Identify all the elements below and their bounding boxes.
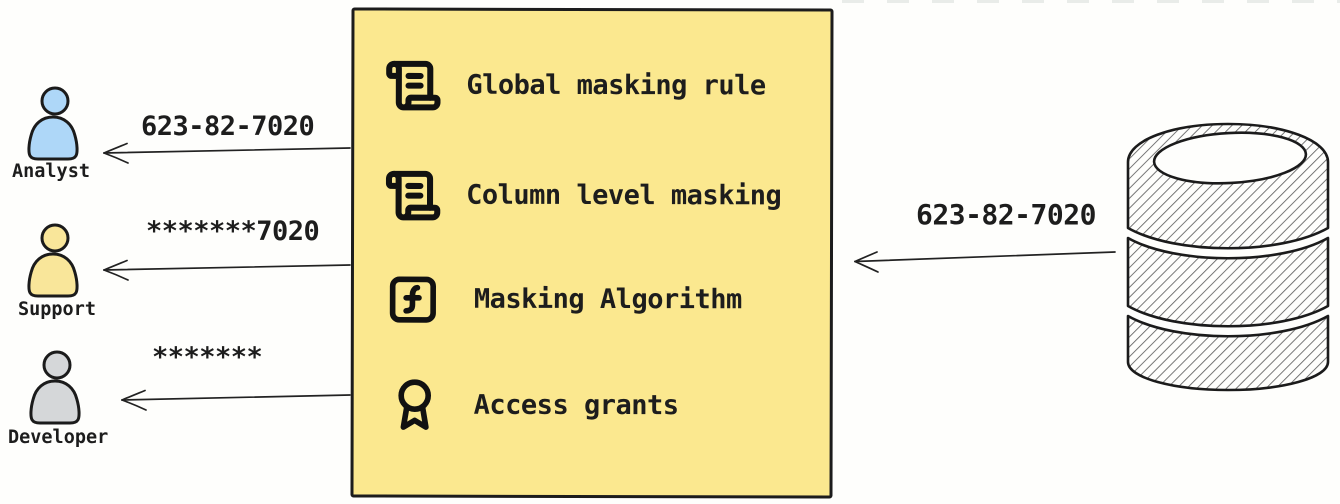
arrow-to-support [103, 259, 351, 281]
database-outbound-value: 623-82-7020 [916, 198, 1096, 231]
arrow-database-to-box [854, 251, 1116, 273]
masking-item-algorithm: Masking Algorithm [473, 283, 742, 316]
masking-item-column-level: Column level masking [466, 179, 782, 212]
masking-item-global-rule: Global masking rule [466, 69, 766, 102]
award-icon [398, 379, 432, 430]
masked-value-developer: ******* [152, 342, 263, 373]
scroll-text-icon [386, 60, 441, 111]
masked-value-support: *******7020 [146, 216, 320, 247]
person-icon-support [27, 223, 79, 298]
person-icon-developer [29, 350, 81, 425]
masking-rules-box: Global masking rule Column level masking… [350, 7, 834, 499]
arrow-to-developer [121, 389, 351, 411]
database-icon [1126, 122, 1330, 392]
persona-label-developer: Developer [8, 427, 109, 448]
masked-value-analyst: 623-82-7020 [141, 111, 315, 142]
person-icon-analyst [27, 86, 79, 161]
arrow-to-analyst [103, 142, 351, 164]
masking-item-access-grants: Access grants [473, 389, 679, 422]
persona-label-analyst: Analyst [12, 161, 90, 182]
function-square-icon [389, 276, 436, 323]
canvas-edge-dashes [842, 0, 1340, 3]
persona-label-support: Support [18, 299, 96, 320]
scroll-text-icon [385, 170, 441, 221]
